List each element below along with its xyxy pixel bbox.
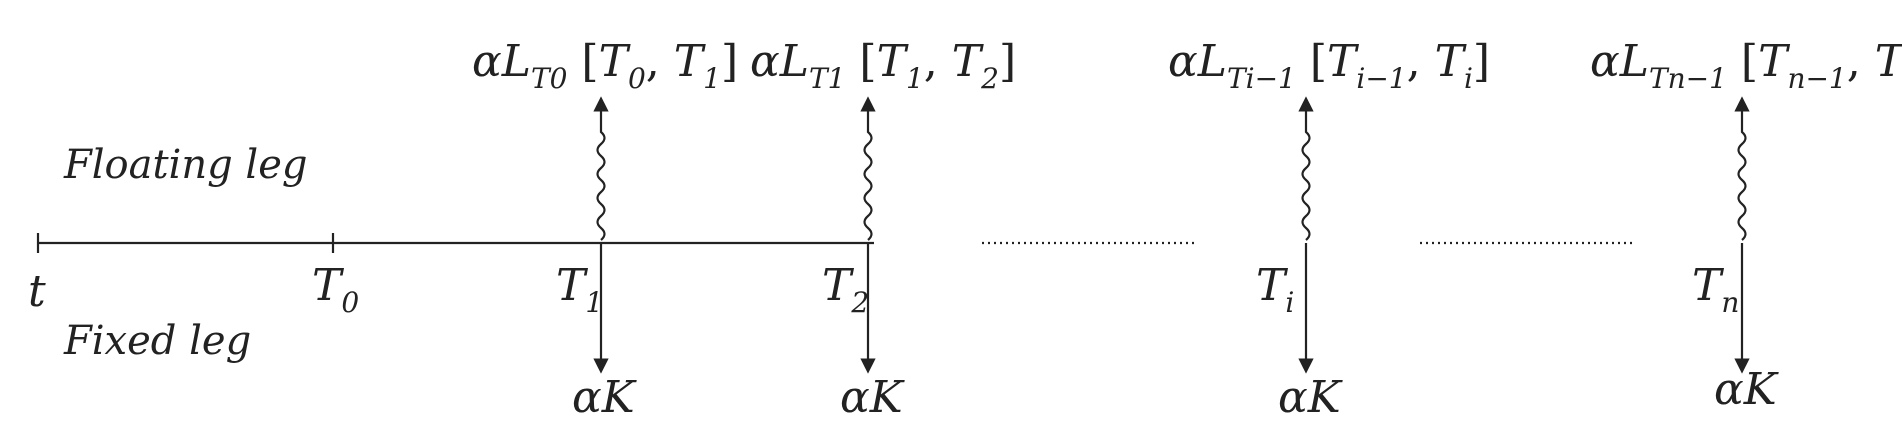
time-label-t: t	[28, 266, 46, 317]
fixed-payment-label-2: αK	[840, 372, 905, 423]
floating-arrow-i	[1298, 96, 1314, 241]
time-label-Ti: Ti	[1256, 260, 1294, 319]
fixed-payment-label-1: αK	[572, 372, 637, 423]
floating-payment-label-2: αLT1 [T1, T2]	[750, 36, 1016, 95]
floating-arrow-1	[593, 96, 609, 241]
time-label-T0: T0	[312, 260, 359, 319]
floating-payment-label-i: αLTi−1 [Ti−1, Ti]	[1168, 36, 1490, 95]
floating-leg-label: Floating leg	[63, 142, 308, 188]
fixed-leg-label: Fixed leg	[63, 318, 251, 364]
time-label-T2: T2	[822, 260, 869, 319]
floating-arrow-2	[860, 96, 876, 241]
fixed-payment-label-n: αK	[1714, 364, 1779, 415]
fixed-payment-label-i: αK	[1278, 372, 1343, 423]
floating-arrows	[593, 96, 1750, 241]
floating-payment-label-1: αLT0 [T0, T1]	[472, 36, 738, 95]
time-label-Tn: Tn	[1692, 260, 1739, 319]
time-label-T1: T1	[556, 260, 603, 319]
floating-arrow-n	[1734, 96, 1750, 241]
floating-payment-label-n: αLTn−1 [Tn−1, Tn]	[1590, 36, 1902, 95]
